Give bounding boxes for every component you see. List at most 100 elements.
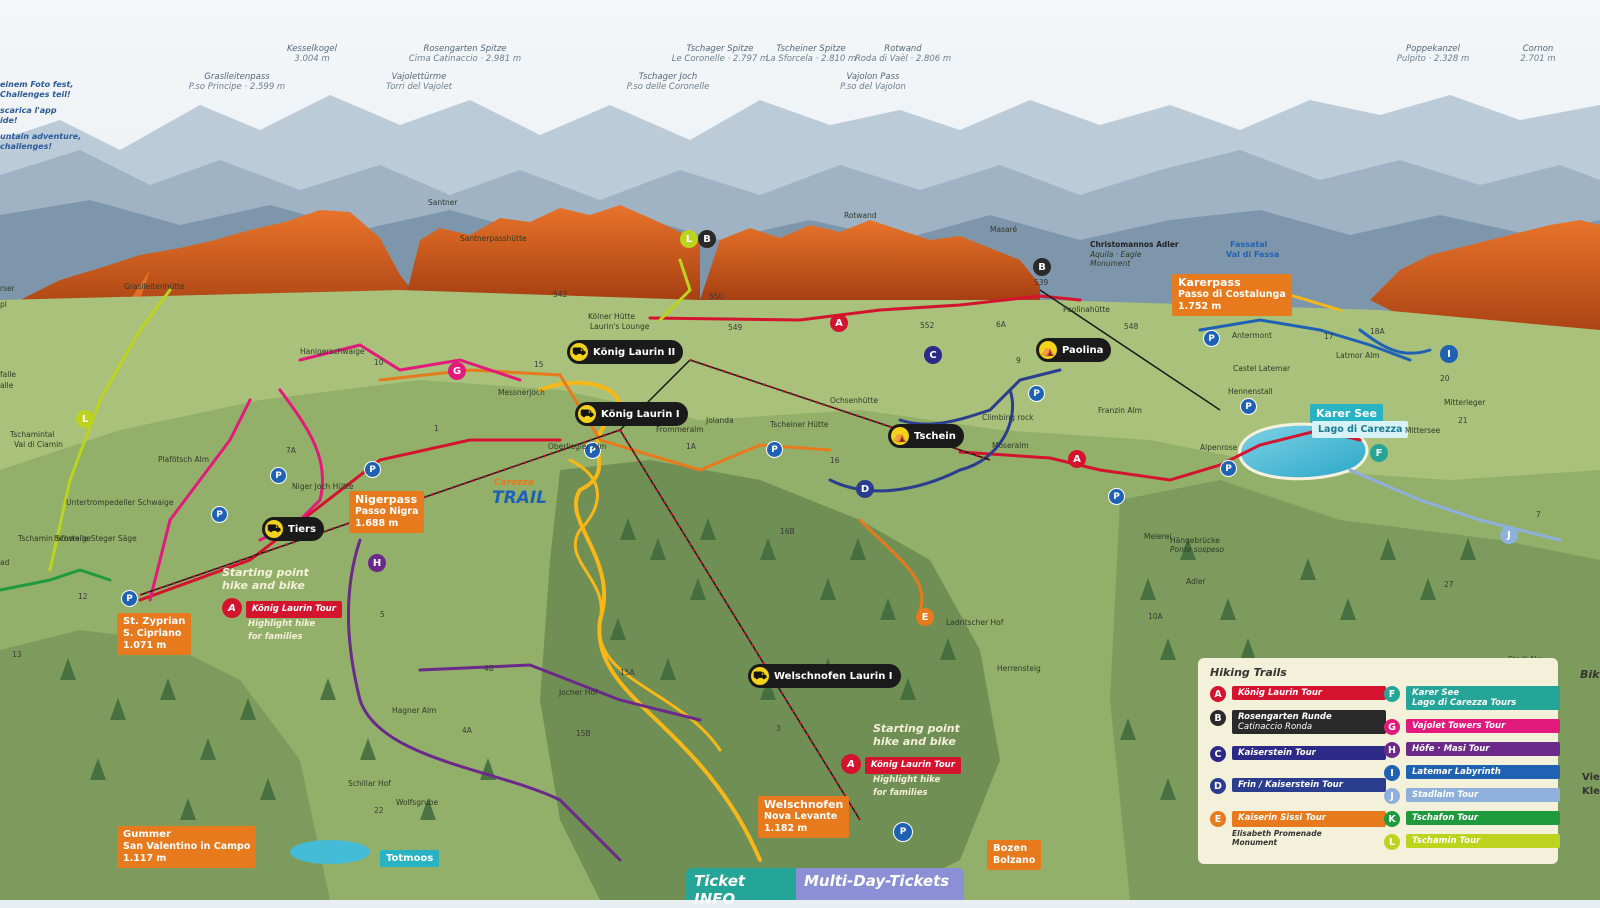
trail-number: 1A: [686, 442, 696, 451]
trail-number: 7A: [286, 446, 296, 455]
place-label: Jolanda: [706, 416, 734, 425]
parking-icon: P: [893, 822, 913, 842]
pass-badge-welschnofen: Welschnofen Nova Levante 1.182 m: [758, 796, 850, 838]
legend-item-c[interactable]: C Kaiserstein Tour: [1210, 746, 1386, 764]
legend-item-e[interactable]: E Kaiserin Sissi Tour Elisabeth Promenad…: [1210, 811, 1386, 847]
place-label: Graslleitenhütte: [124, 282, 185, 291]
starting-point-note-1: Starting point hike and bike A König Lau…: [222, 566, 342, 644]
legend-label: Latemar Labyrinth: [1406, 765, 1560, 779]
lift-paolina[interactable]: ⛺Paolina: [1036, 338, 1112, 362]
place-label: Hängebrücke: [1170, 536, 1220, 545]
trail-number: 15A: [620, 668, 635, 677]
legend-item-g[interactable]: G Vajolet Towers Tour: [1384, 719, 1560, 737]
place-label: Jocher Hof: [559, 688, 598, 697]
trail-letter-d: D: [1210, 778, 1226, 794]
legend-item-a[interactable]: A König Laurin Tour: [1210, 686, 1386, 704]
trail-marker-d[interactable]: D: [856, 480, 874, 498]
trail-number: 1: [434, 424, 439, 433]
trail-marker-h[interactable]: H: [368, 554, 386, 572]
place-label: Aquila · Eagle: [1090, 250, 1142, 259]
place-label: Ladritscher Hof: [946, 618, 1004, 627]
legend-item-j[interactable]: J Stadlalm Tour: [1384, 788, 1560, 806]
lift-koenig-laurin-1[interactable]: ⛟König Laurin I: [575, 402, 688, 426]
trail-number: 10A: [1148, 612, 1163, 621]
trail-number: 539: [1034, 278, 1049, 287]
parking-icon: P: [1108, 488, 1125, 505]
place-label: Meierei: [1144, 532, 1172, 541]
place-label: Ochsenhütte: [830, 396, 879, 405]
karersee-sub-badge: Lago di Carezza: [1312, 421, 1409, 438]
place-label: Hagner Alm: [392, 706, 437, 715]
place-label: Hanigerschwaige: [300, 347, 365, 356]
trail-marker-a[interactable]: A: [1068, 450, 1086, 468]
trail-letter-h: H: [1384, 742, 1400, 758]
place-label: Tscheiner Hütte: [770, 420, 829, 429]
lift-koenig-laurin-2[interactable]: ⛟König Laurin II: [567, 340, 684, 364]
legend-label: Stadlalm Tour: [1406, 788, 1560, 802]
karersee-badge: Karer See: [1310, 404, 1383, 423]
trail-marker-c[interactable]: C: [924, 346, 942, 364]
place-label: Climbing rock: [982, 413, 1034, 422]
multi-day-tickets-bar[interactable]: Multi-Day-Tickets: [796, 868, 964, 900]
place-label: Hennenstall: [1228, 387, 1273, 396]
trail-marker-b[interactable]: B: [698, 230, 716, 248]
place-label: Tschamin Schwaige: [18, 534, 92, 543]
place-label: Kölner Hütte: [588, 312, 635, 321]
parking-icon: P: [1203, 330, 1220, 347]
ticket-info-bar[interactable]: Ticket INFO: [686, 868, 796, 908]
place-label: Val di Ciamin: [14, 440, 63, 449]
legend-item-k[interactable]: K Tschafon Tour: [1384, 811, 1560, 829]
info-text-6: challenges!: [0, 142, 53, 151]
trail-number: 7: [1536, 510, 1541, 519]
legend-item-d[interactable]: D Frin / Kaiserstein Tour: [1210, 778, 1386, 796]
parking-icon: P: [270, 467, 287, 484]
trail-number: 13: [12, 650, 22, 659]
trail-number: 17: [1324, 332, 1334, 341]
trail-marker-l[interactable]: L: [680, 230, 698, 248]
place-label: Oberliegler Alm: [548, 442, 607, 451]
trail-marker-f[interactable]: F: [1370, 444, 1388, 462]
trail-marker-l[interactable]: L: [76, 410, 94, 428]
place-label: Schillar Hof: [348, 779, 391, 788]
totmoos-badge: Totmoos: [380, 850, 440, 867]
lift-tiers[interactable]: ⛟Tiers: [262, 517, 324, 541]
trail-marker-a[interactable]: A: [830, 314, 848, 332]
place-label: Adler: [1186, 577, 1206, 586]
info-text-2: Challenges teil!: [0, 90, 71, 99]
parking-icon: P: [1220, 460, 1237, 477]
edge-label: pl: [0, 300, 7, 309]
trail-marker-b[interactable]: B: [1033, 258, 1051, 276]
trail-marker-j[interactable]: J: [1500, 526, 1518, 544]
trail-marker-g[interactable]: G: [448, 362, 466, 380]
legend-label: Frin / Kaiserstein Tour: [1232, 778, 1386, 792]
legend-title: Hiking Trails: [1210, 666, 1287, 679]
lift-welschnofen-laurin[interactable]: ⛟Welschnofen Laurin I: [748, 664, 901, 688]
place-label: Santnerpasshütte: [460, 234, 527, 243]
trail-letter-k: K: [1384, 811, 1400, 827]
trail-badge-a: A: [222, 598, 242, 618]
place-label: Laurin's Lounge: [590, 322, 650, 331]
place-label: Infostelle Steger Säge: [54, 534, 137, 543]
trail-number: 3: [776, 724, 781, 733]
legend-item-h[interactable]: H Höfe · Masi Tour: [1384, 742, 1560, 760]
trail-number: 18A: [1370, 327, 1385, 336]
legend-item-l[interactable]: L Tschamin Tour: [1384, 834, 1560, 852]
lift-tschein[interactable]: ⛺Tschein: [888, 424, 964, 448]
bike-legend-cut: Bik: [1580, 668, 1600, 681]
legend-item-i[interactable]: I Latemar Labyrinth: [1384, 765, 1560, 783]
place-label: Val di Fassa: [1226, 250, 1280, 259]
legend-label: Kaiserin Sissi Tour: [1232, 811, 1386, 827]
info-text-4: ide!: [0, 116, 18, 125]
trail-marker-i[interactable]: I: [1440, 345, 1458, 363]
trail-marker-e[interactable]: E: [916, 608, 934, 626]
gondola-icon: ⛟: [578, 405, 596, 423]
trail-letter-l: L: [1384, 834, 1400, 850]
